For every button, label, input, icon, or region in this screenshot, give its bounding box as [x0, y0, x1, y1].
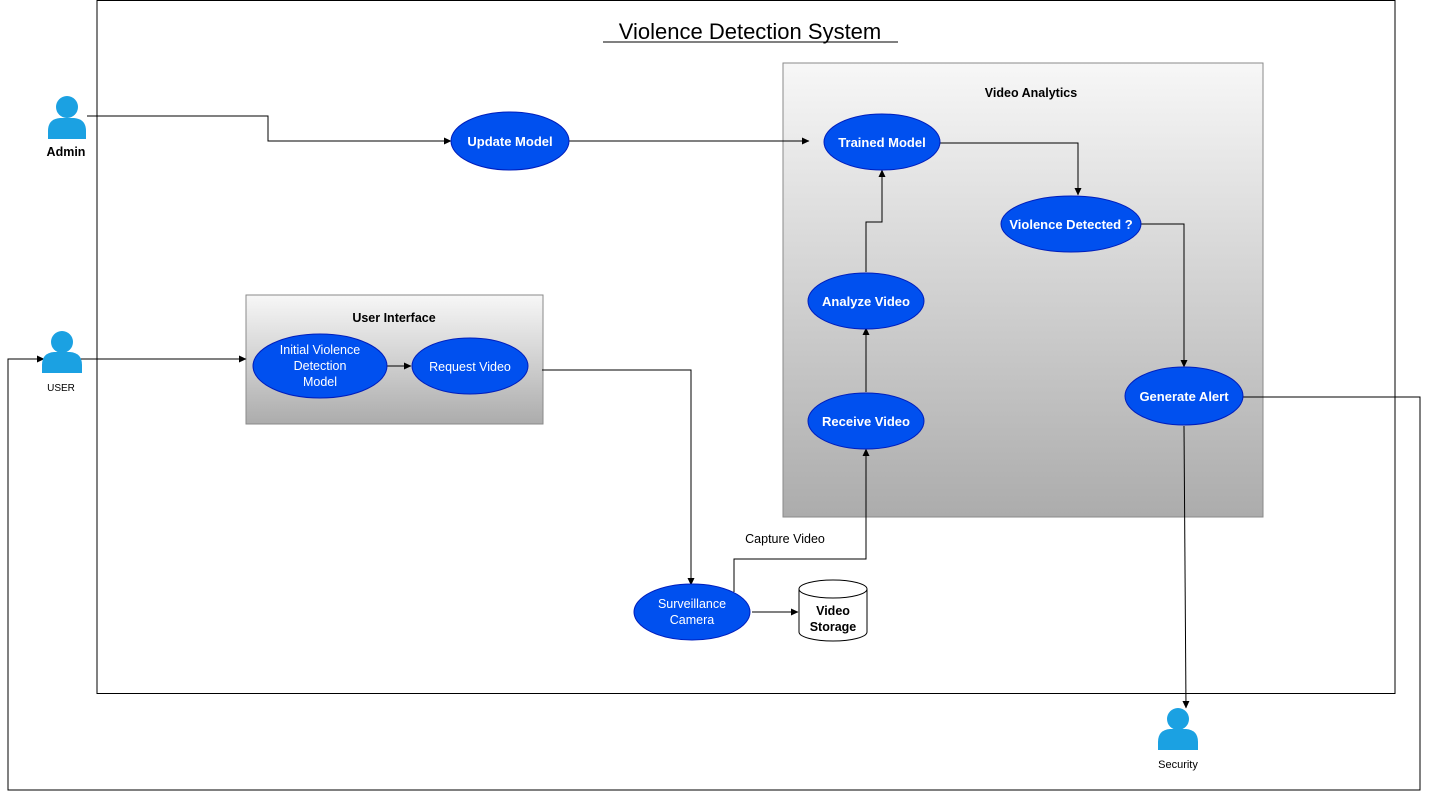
node-receive-video[interactable]: Receive Video [807, 392, 925, 450]
security-label: Security [1158, 759, 1198, 771]
svg-text:Camera: Camera [670, 613, 715, 627]
edge-admin-to-update-model [87, 115, 452, 145]
edge-camera-to-receive-video [733, 448, 870, 592]
actor-user: USER [42, 331, 82, 394]
user-label: USER [47, 383, 75, 394]
edge-trained-model-to-violence-detected [940, 142, 1082, 196]
edges [7, 115, 1421, 791]
diagram-title: Violence Detection System [619, 19, 882, 44]
svg-text:Video: Video [816, 604, 850, 618]
edge-analyze-video-to-trained-model [865, 169, 886, 272]
user-person-icon [42, 331, 82, 373]
video-analytics-label: Video Analytics [985, 86, 1077, 100]
edge-label-capture-video: Capture Video [745, 532, 825, 546]
edge-generate-alert-to-security [1182, 425, 1190, 709]
svg-text:Request Video: Request Video [429, 360, 511, 374]
node-initial-violence-detection-model[interactable]: Initial Violence Detection Model [252, 333, 388, 399]
video-storage-database[interactable]: Video Storage [798, 579, 868, 642]
svg-text:Analyze Video: Analyze Video [822, 294, 910, 309]
user-interface-label: User Interface [352, 311, 435, 325]
system-boundary [96, 0, 1396, 694]
actor-security: Security [1158, 708, 1198, 771]
edge-request-video-to-camera [542, 369, 695, 586]
svg-text:Detection: Detection [294, 359, 347, 373]
svg-text:Update Model: Update Model [467, 134, 552, 149]
node-update-model[interactable]: Update Model [450, 111, 570, 171]
svg-text:Model: Model [303, 375, 337, 389]
edge-violence-detected-to-generate-alert [1141, 223, 1188, 368]
edge-generate-alert-to-user [7, 355, 1421, 791]
svg-text:Surveillance: Surveillance [658, 597, 726, 611]
node-generate-alert[interactable]: Generate Alert [1124, 366, 1244, 426]
svg-text:Initial Violence: Initial Violence [280, 343, 360, 357]
admin-label: Admin [47, 145, 86, 159]
node-surveillance-camera[interactable]: Surveillance Camera [633, 583, 751, 641]
admin-person-icon [48, 96, 86, 139]
node-request-video[interactable]: Request Video [411, 337, 529, 395]
actor-admin: Admin [47, 96, 86, 159]
svg-text:Receive Video: Receive Video [822, 414, 910, 429]
svg-text:Trained Model: Trained Model [838, 135, 925, 150]
security-person-icon [1158, 708, 1198, 750]
svg-text:Storage: Storage [810, 620, 857, 634]
node-violence-detected[interactable]: Violence Detected ? [1000, 195, 1142, 253]
svg-text:Generate Alert: Generate Alert [1139, 389, 1229, 404]
node-trained-model[interactable]: Trained Model [823, 113, 941, 171]
node-analyze-video[interactable]: Analyze Video [807, 272, 925, 330]
svg-text:Violence Detected ?: Violence Detected ? [1009, 217, 1132, 232]
